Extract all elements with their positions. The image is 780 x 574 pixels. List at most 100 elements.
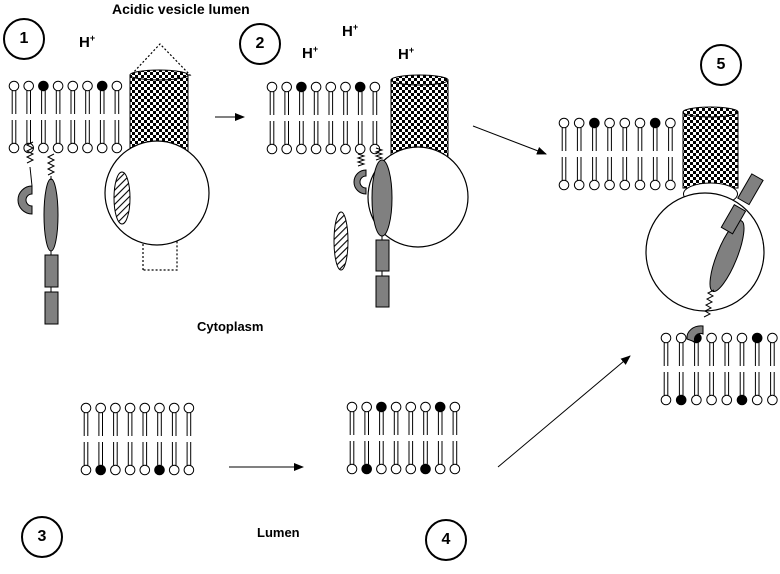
lipid-head: [369, 81, 381, 93]
lipid-head: [340, 143, 351, 155]
v0-barrel-top-5: [682, 106, 739, 118]
lipid-head-dark: [96, 80, 108, 92]
lipid-head: [736, 332, 748, 344]
lipid-spring-2a: [356, 153, 366, 167]
lipid-head-dark: [376, 401, 387, 413]
lipid-head: [434, 463, 446, 475]
lipid-head: [139, 464, 151, 476]
proton-label: H+: [342, 22, 359, 40]
membrane-2: [266, 81, 381, 155]
lipid-head: [660, 332, 672, 344]
lipid-head-dark: [751, 332, 763, 344]
lipid-head-dark: [296, 81, 307, 93]
tail-block-5b: [737, 173, 764, 206]
tail-block-2: [44, 291, 59, 325]
lipid-head: [558, 179, 570, 191]
membrane-4: [346, 401, 461, 475]
lipid-head-dark: [38, 80, 49, 92]
lipid-head: [604, 179, 615, 191]
flow-arrows: [215, 113, 631, 471]
lipid-head: [310, 81, 322, 93]
elongated-domain: [43, 178, 59, 252]
v1-sphere: [104, 140, 210, 246]
lipid-head: [110, 402, 121, 414]
lipid-head: [405, 463, 417, 475]
lipid-head: [767, 394, 778, 406]
step-2-badge: 2: [239, 23, 281, 65]
lipid-head: [82, 142, 93, 154]
lipid-head: [665, 117, 676, 129]
lipid-head: [266, 81, 278, 93]
lipid-head-dark: [736, 394, 748, 406]
lipid-head: [558, 117, 570, 129]
lipid-head: [110, 464, 121, 476]
v0-barrel-top: [129, 69, 189, 81]
lipid-head: [111, 80, 123, 92]
proton-label: H+: [398, 45, 415, 63]
proton-label: H+: [302, 44, 319, 62]
lipid-head: [183, 402, 195, 414]
lipid-head: [691, 394, 702, 406]
lipid-head: [266, 143, 278, 155]
lipid-head: [767, 332, 778, 344]
lipid-head-dark: [675, 394, 687, 406]
c-shaped-domain-5: [686, 325, 704, 343]
tail-block-2b: [375, 275, 390, 308]
lipid-head: [52, 142, 64, 154]
lipid-head: [296, 143, 307, 155]
lipid-head-dark: [420, 463, 431, 475]
membrane-3: [80, 402, 195, 476]
panel-2: [333, 74, 469, 308]
lipid-head-dark: [154, 464, 165, 476]
lipid-head: [706, 332, 717, 344]
lipid-head: [111, 142, 123, 154]
lipid-head: [449, 463, 461, 475]
lipid-head: [721, 332, 733, 344]
lipid-head: [634, 117, 646, 129]
lipid-head: [604, 117, 615, 129]
lipid-head: [589, 179, 600, 191]
elongated-domain-2: [371, 159, 393, 237]
arrow-4-to-5: [497, 355, 631, 468]
lipid-head: [95, 402, 106, 414]
lipid-head-dark: [354, 81, 366, 93]
cytoplasm-label: Cytoplasm: [197, 319, 264, 334]
lipid-head: [619, 179, 631, 191]
lipid-head: [619, 117, 631, 129]
lipid-spring-5: [703, 289, 715, 318]
v0-barrel-5: [682, 111, 739, 189]
lipid-head: [310, 143, 322, 155]
step-5-badge: 5: [700, 44, 742, 86]
panel-1: [17, 43, 210, 325]
membrane-5-bottom: [660, 332, 778, 406]
v0-barrel-top-2: [390, 74, 449, 86]
lipid-head: [390, 463, 402, 475]
lipid-spring-2b: [374, 147, 384, 161]
lipid-head-dark: [95, 464, 106, 476]
lipid-head: [168, 402, 180, 414]
lipid-head: [706, 394, 717, 406]
lipid-head: [124, 402, 136, 414]
lipid-head: [325, 143, 337, 155]
lipid-head: [721, 394, 733, 406]
lipid-head: [281, 143, 293, 155]
membrane-5-top: [558, 117, 676, 191]
lipid-head: [675, 332, 687, 344]
lipid-head: [346, 463, 358, 475]
lipid-spring-b: [46, 153, 56, 176]
lipid-head: [96, 142, 108, 154]
lipid-head: [52, 80, 64, 92]
lipid-head: [82, 80, 93, 92]
lipid-head: [23, 80, 35, 92]
lipid-head: [420, 401, 431, 413]
membrane-1: [8, 80, 123, 154]
vesicle-lumen-label: Acidic vesicle lumen: [112, 1, 250, 17]
lipid-head: [139, 402, 151, 414]
lipid-head: [80, 464, 92, 476]
lipid-head-dark: [649, 117, 661, 129]
lipid-spring-a: [25, 141, 35, 164]
elongated-domain-5: [709, 220, 745, 292]
lipid-head: [649, 179, 661, 191]
lipid-head: [67, 142, 79, 154]
